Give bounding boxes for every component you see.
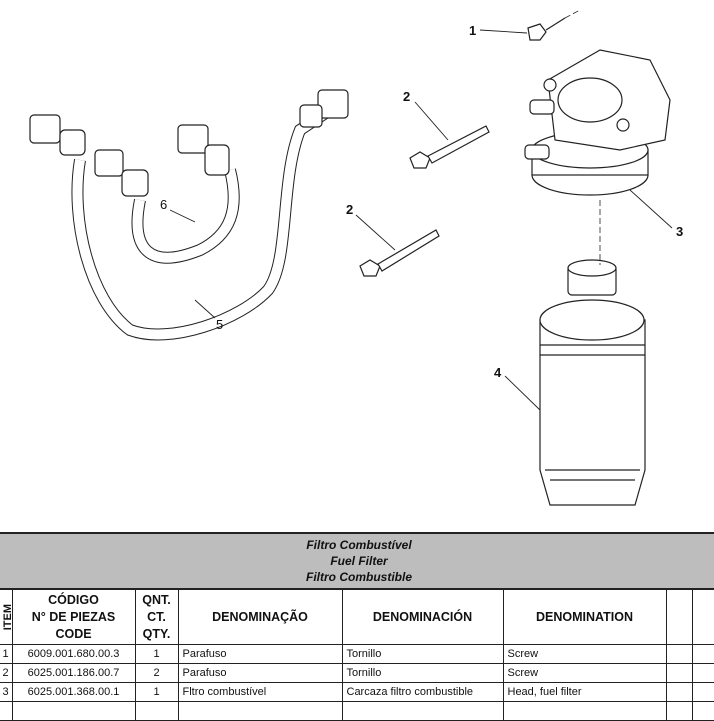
- fuel-hose-6: [131, 168, 240, 264]
- header-extra-1: [665, 588, 693, 645]
- item-number: 2: [0, 663, 13, 683]
- extra-cell: [691, 682, 714, 702]
- header-item-label: ITEM: [1, 603, 14, 631]
- title-pt: Filtro Combustível: [306, 538, 412, 552]
- part-code: 6025.001.186.00.7: [11, 663, 136, 683]
- description-es: Carcaza filtro combustible: [341, 682, 504, 702]
- header-desc-es: DENOMINACIÓN: [341, 588, 504, 645]
- filter-head-3: [524, 49, 671, 196]
- callout-5: 5: [216, 317, 223, 332]
- extra-cell: [665, 644, 693, 664]
- header-desc-pt: DENOMINAÇÃO: [177, 588, 343, 645]
- title-es: Filtro Combustible: [306, 570, 412, 584]
- header-code-en: CODE: [55, 626, 92, 641]
- callout-1: 1: [469, 23, 476, 38]
- header-qty-en: QTY.: [142, 626, 171, 641]
- callout-6: 6: [160, 197, 167, 212]
- screw-2-upper: [409, 125, 490, 169]
- callout-2: 2: [346, 202, 353, 217]
- quantity: 1: [134, 682, 179, 702]
- parts-table: Filtro Combustível Fuel Filter Filtro Co…: [0, 532, 714, 721]
- header-item: ITEM: [0, 588, 14, 645]
- screw-2-lower: [359, 229, 440, 277]
- table-row: 1 6009.001.680.00.3 1 Parafuso Tornillo …: [0, 644, 714, 664]
- description-pt: Parafuso: [177, 644, 343, 664]
- part-code: 6009.001.680.00.3: [11, 644, 136, 664]
- title-en: Fuel Filter: [330, 554, 388, 568]
- table-row: 2 6025.001.186.00.7 2 Parafuso Tornillo …: [0, 663, 714, 683]
- header-code: CÓDIGO N° DE PIEZAS CODE: [11, 588, 136, 645]
- description-es: Tornillo: [341, 644, 504, 664]
- item-number: 3: [0, 682, 13, 702]
- connector-icon: [29, 89, 349, 197]
- description-es: Tornillo: [341, 663, 504, 683]
- table-row-partial: [0, 701, 714, 721]
- callout-3: 3: [676, 224, 683, 239]
- callout-2: 2: [403, 89, 410, 104]
- header-desc-en: DENOMINATION: [502, 588, 667, 645]
- header-code-pt: CÓDIGO: [48, 592, 99, 607]
- header-code-es: N° DE PIEZAS: [31, 609, 116, 624]
- table-row: 3 6025.001.368.00.1 1 Fltro combustível …: [0, 682, 714, 702]
- extra-cell: [691, 663, 714, 683]
- description-pt: Parafuso: [177, 663, 343, 683]
- screw-1: [527, 17, 566, 41]
- item-number: 1: [0, 644, 13, 664]
- extra-cell: [691, 644, 714, 664]
- extra-cell: [665, 663, 693, 683]
- description-pt: Fltro combustível: [177, 682, 343, 702]
- description-en: Screw: [502, 663, 667, 683]
- description-en: Screw: [502, 644, 667, 664]
- part-code: 6025.001.368.00.1: [11, 682, 136, 702]
- header-qty-pt: QNT.: [142, 592, 171, 607]
- filter-element-4: [539, 259, 646, 506]
- header-qty: QNT. CT. QTY.: [134, 588, 179, 645]
- fuel-hose-5: [71, 105, 334, 341]
- exploded-parts-diagram: 1 2 2 3 4 5 6: [29, 9, 683, 506]
- header-qty-es: CT.: [147, 609, 166, 624]
- extra-cell: [665, 682, 693, 702]
- quantity: 2: [134, 663, 179, 683]
- description-en: Head, fuel filter: [502, 682, 667, 702]
- header-extra-2: [691, 588, 714, 645]
- table-title: Filtro Combustível Fuel Filter Filtro Co…: [0, 532, 714, 590]
- quantity: 1: [134, 644, 179, 664]
- callout-4: 4: [494, 365, 502, 380]
